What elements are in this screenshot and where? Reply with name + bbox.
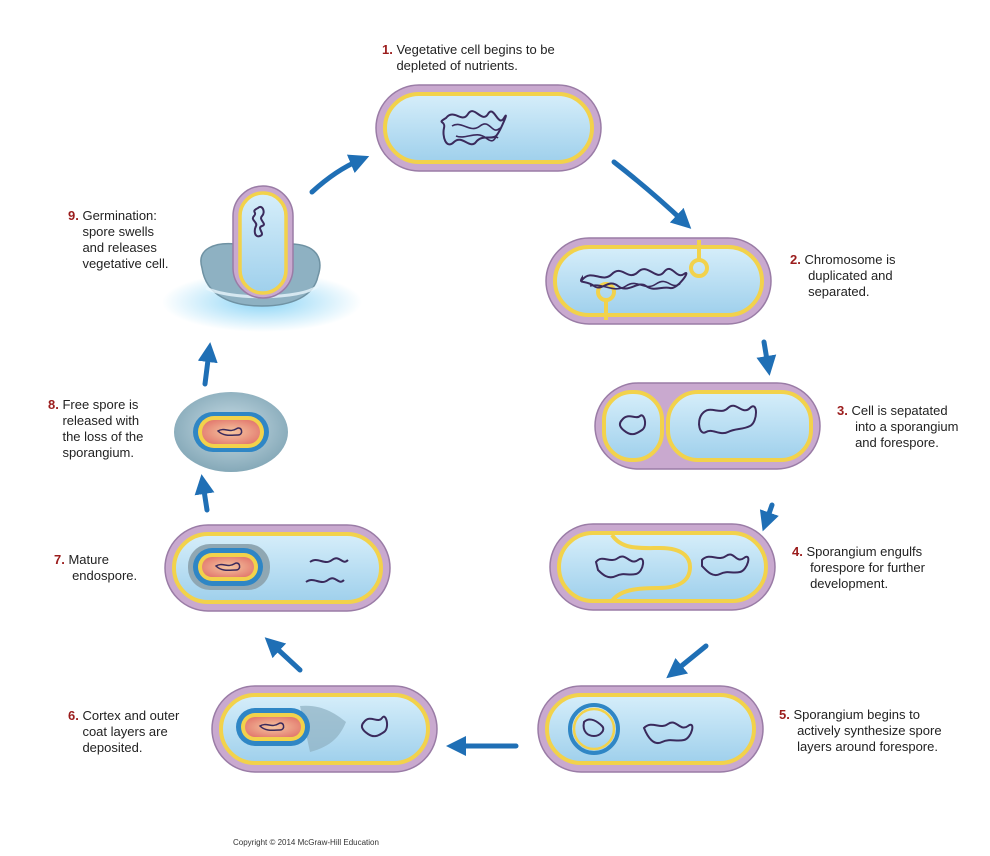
chromosome <box>440 110 507 146</box>
stage-1-label: 1. Vegetative cell begins to be depleted… <box>382 42 555 74</box>
stage-7-cell <box>164 524 391 612</box>
stage-1-number: 1. <box>382 42 393 57</box>
stage-9-line-1: Germination: <box>82 208 157 223</box>
stage-9-line-2: spore swells <box>82 224 154 239</box>
stage-9-number: 9. <box>68 208 79 223</box>
stage-8-free-spore <box>174 392 288 472</box>
stage-8-line-4: sporangium. <box>62 445 134 460</box>
stage-4-line-2: forespore for further <box>810 560 925 575</box>
arrow-9-to-1 <box>309 154 370 195</box>
arrow-2-to-3 <box>756 339 777 376</box>
cycle-arrows <box>194 154 779 756</box>
stage-7-line-2: endospore. <box>72 568 138 583</box>
stage-5-line-2: actively synthesize spore <box>797 723 942 738</box>
arrow-6-to-7 <box>264 637 303 673</box>
stage-9-germination <box>162 185 362 332</box>
copyright-notice: Copyright © 2014 McGraw-Hill Education <box>233 838 379 847</box>
stage-3-label: 3. Cell is sepatated into a sporangium a… <box>837 403 958 451</box>
stage-2-number: 2. <box>790 252 801 267</box>
stage-7-line-1: Mature <box>68 552 109 567</box>
stage-9-line-4: vegetative cell. <box>82 256 169 271</box>
stage-6-line-2: coat layers are <box>82 724 168 739</box>
stage-4-line-1: Sporangium engulfs <box>806 544 923 559</box>
stage-6-line-1: Cortex and outer <box>82 708 180 723</box>
stage-2-line-2: duplicated and <box>808 268 893 283</box>
stage-5-line-3: layers around forespore. <box>797 739 938 754</box>
stage-1-line-2: depleted of nutrients. <box>396 58 518 73</box>
arrow-4-to-5 <box>666 643 709 679</box>
stage-9-label: 9. Germination: spore swells and release… <box>68 208 168 272</box>
stage-3-line-3: and forespore. <box>855 435 939 450</box>
stage-6-label: 6. Cortex and outer coat layers are depo… <box>68 708 179 756</box>
stage-7-number: 7. <box>54 552 65 567</box>
stage-8-label: 8. Free spore is released with the loss … <box>48 397 143 461</box>
stage-2-cell <box>545 237 772 325</box>
stage-8-line-1: Free spore is <box>62 397 139 412</box>
stage-1-line-1: Vegetative cell begins to be <box>396 42 555 57</box>
stage-8-line-3: the loss of the <box>62 429 144 444</box>
stage-7-label: 7. Mature endospore. <box>54 552 137 584</box>
stage-5-number: 5. <box>779 707 790 722</box>
stage-3-line-1: Cell is sepatated <box>851 403 948 418</box>
stage-2-line-1: Chromosome is <box>804 252 896 267</box>
stage-6-line-3: deposited. <box>82 740 143 755</box>
stage-8-line-2: released with <box>62 413 140 428</box>
stage-2-label: 2. Chromosome is duplicated and separate… <box>790 252 896 300</box>
stage-5-line-1: Sporangium begins to <box>793 707 920 722</box>
stage-4-cell <box>549 523 776 611</box>
stage-6-cell <box>211 685 438 773</box>
stage-3-line-2: into a sporangium <box>855 419 959 434</box>
stage-3-number: 3. <box>837 403 848 418</box>
stage-4-number: 4. <box>792 544 803 559</box>
stage-3-cell <box>594 382 821 470</box>
stage-2-line-3: separated. <box>808 284 870 299</box>
stage-4-label: 4. Sporangium engulfs forespore for furt… <box>792 544 925 592</box>
forespore-chromosome <box>618 414 647 436</box>
arrow-8-to-9 <box>197 342 218 387</box>
arrow-1-to-2 <box>611 159 692 229</box>
stage-1-cell <box>375 84 602 172</box>
arrow-7-to-8 <box>194 474 215 513</box>
sporangium-chromosome <box>698 404 757 435</box>
stage-5-label: 5. Sporangium begins to actively synthes… <box>779 707 942 755</box>
stage-9-line-3: and releases <box>82 240 157 255</box>
stage-8-number: 8. <box>48 397 59 412</box>
arrow-3-to-4 <box>759 502 779 532</box>
stage-4-line-3: development. <box>810 576 889 591</box>
stage-5-cell <box>537 685 764 773</box>
stage-6-number: 6. <box>68 708 79 723</box>
